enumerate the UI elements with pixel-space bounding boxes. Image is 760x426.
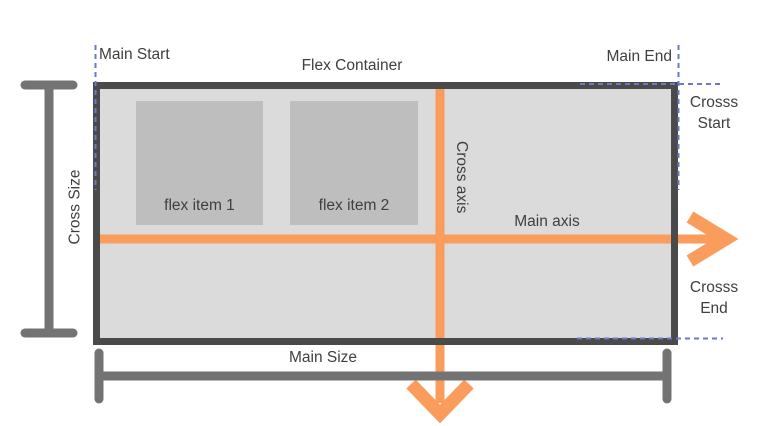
- flex-item-1: [136, 101, 263, 225]
- flex-container-border: [93, 82, 678, 345]
- main-size-bar: [94, 348, 672, 404]
- cross-size-bar: [20, 80, 78, 338]
- arrow-down-icon: [406, 379, 474, 424]
- flex-item-1-label: flex item 1: [164, 197, 235, 214]
- cross-end-label: Crosss End: [689, 279, 739, 317]
- main-end-label: Main End: [606, 48, 672, 65]
- flex-container-label: Flex Container: [301, 57, 403, 74]
- main-size-label: Main Size: [288, 349, 358, 366]
- cross-axis-label: Cross axis: [453, 141, 470, 214]
- main-axis-label: Main axis: [514, 213, 580, 230]
- arrow-right-icon: [686, 211, 739, 267]
- flex-item-2: [290, 101, 418, 225]
- cross-size-label: Cross Size: [66, 169, 84, 245]
- main-start-label: Main Start: [99, 46, 170, 63]
- cross-start-label: Crosss Start: [689, 94, 739, 132]
- flex-item-2-label: flex item 2: [318, 197, 390, 214]
